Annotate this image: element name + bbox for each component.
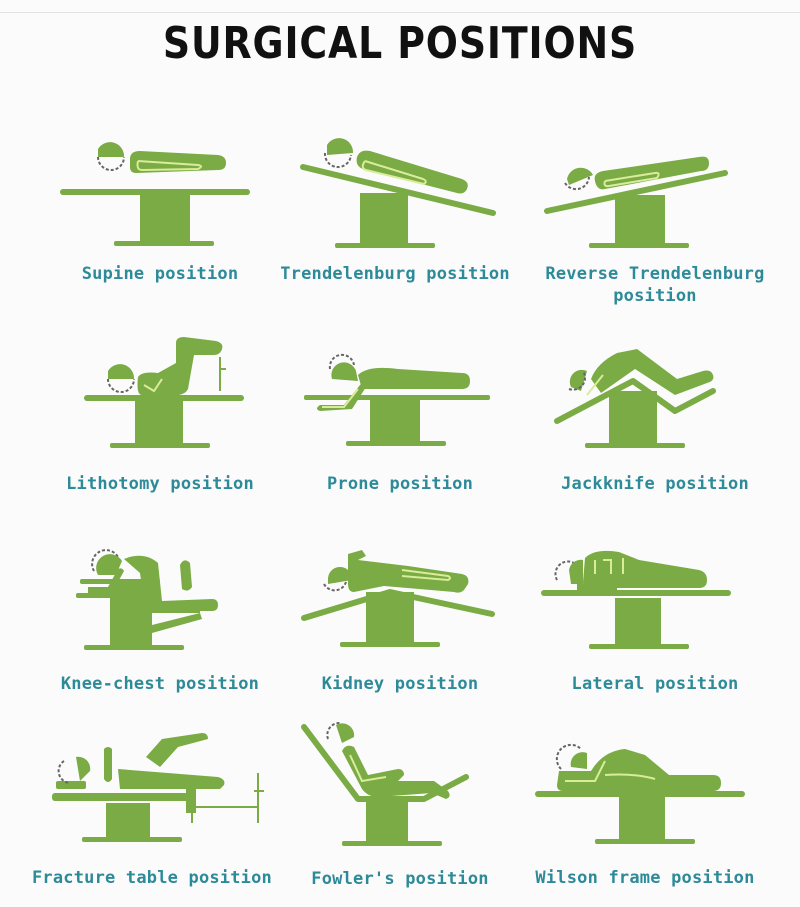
position-label: Fowler's position <box>311 869 489 889</box>
position-card-fracture-table: Fracture table position <box>22 725 282 900</box>
top-divider <box>0 12 800 13</box>
lateral-figure-icon <box>541 550 731 649</box>
page-title: SURGICAL POSITIONS <box>162 18 638 69</box>
position-label: Kidney position <box>321 674 479 694</box>
position-card-lithotomy: Lithotomy position <box>30 335 290 505</box>
position-card-prone: Prone position <box>270 335 530 505</box>
position-label: Lateral position <box>571 674 739 694</box>
supine-figure-icon <box>60 142 250 246</box>
trendelenburg-figure-icon <box>300 138 496 248</box>
position-label: Jackknife position <box>561 474 749 494</box>
position-card-kidney: Kidney position <box>270 540 530 705</box>
position-card-reverse-trendelenburg: Reverse Trendelenburg position <box>525 135 785 310</box>
position-label-line2: position <box>613 286 697 306</box>
fracture-table-figure-icon <box>52 733 264 842</box>
position-label: Knee-chest position <box>60 674 260 694</box>
position-label: Reverse Trendelenburg <box>545 264 765 284</box>
position-card-supine: Supine position <box>30 135 290 305</box>
position-card-wilson-frame: Wilson frame position <box>515 725 775 900</box>
wilson-frame-figure-icon <box>535 743 745 844</box>
position-label: Lithotomy position <box>66 474 254 494</box>
position-label: Supine position <box>81 264 239 284</box>
jackknife-figure-icon <box>554 349 716 448</box>
position-card-lateral: Lateral position <box>525 540 785 705</box>
position-card-jackknife: Jackknife position <box>525 345 785 505</box>
position-label: Trendelenburg position <box>280 264 510 284</box>
position-card-knee-chest: Knee-chest position <box>30 535 290 705</box>
position-label: Wilson frame position <box>535 868 755 888</box>
fowler-figure-icon <box>301 722 469 846</box>
prone-figure-icon <box>304 353 490 446</box>
lithotomy-figure-icon <box>84 337 244 448</box>
reverse-trendelenburg-figure-icon <box>544 156 728 248</box>
kidney-figure-icon <box>301 550 495 647</box>
position-card-fowler: Fowler's position <box>270 715 530 900</box>
position-label: Fracture table position <box>31 868 272 888</box>
position-card-trendelenburg: Trendelenburg position <box>265 135 525 305</box>
knee-chest-figure-icon <box>76 549 218 650</box>
position-label: Prone position <box>326 474 474 494</box>
